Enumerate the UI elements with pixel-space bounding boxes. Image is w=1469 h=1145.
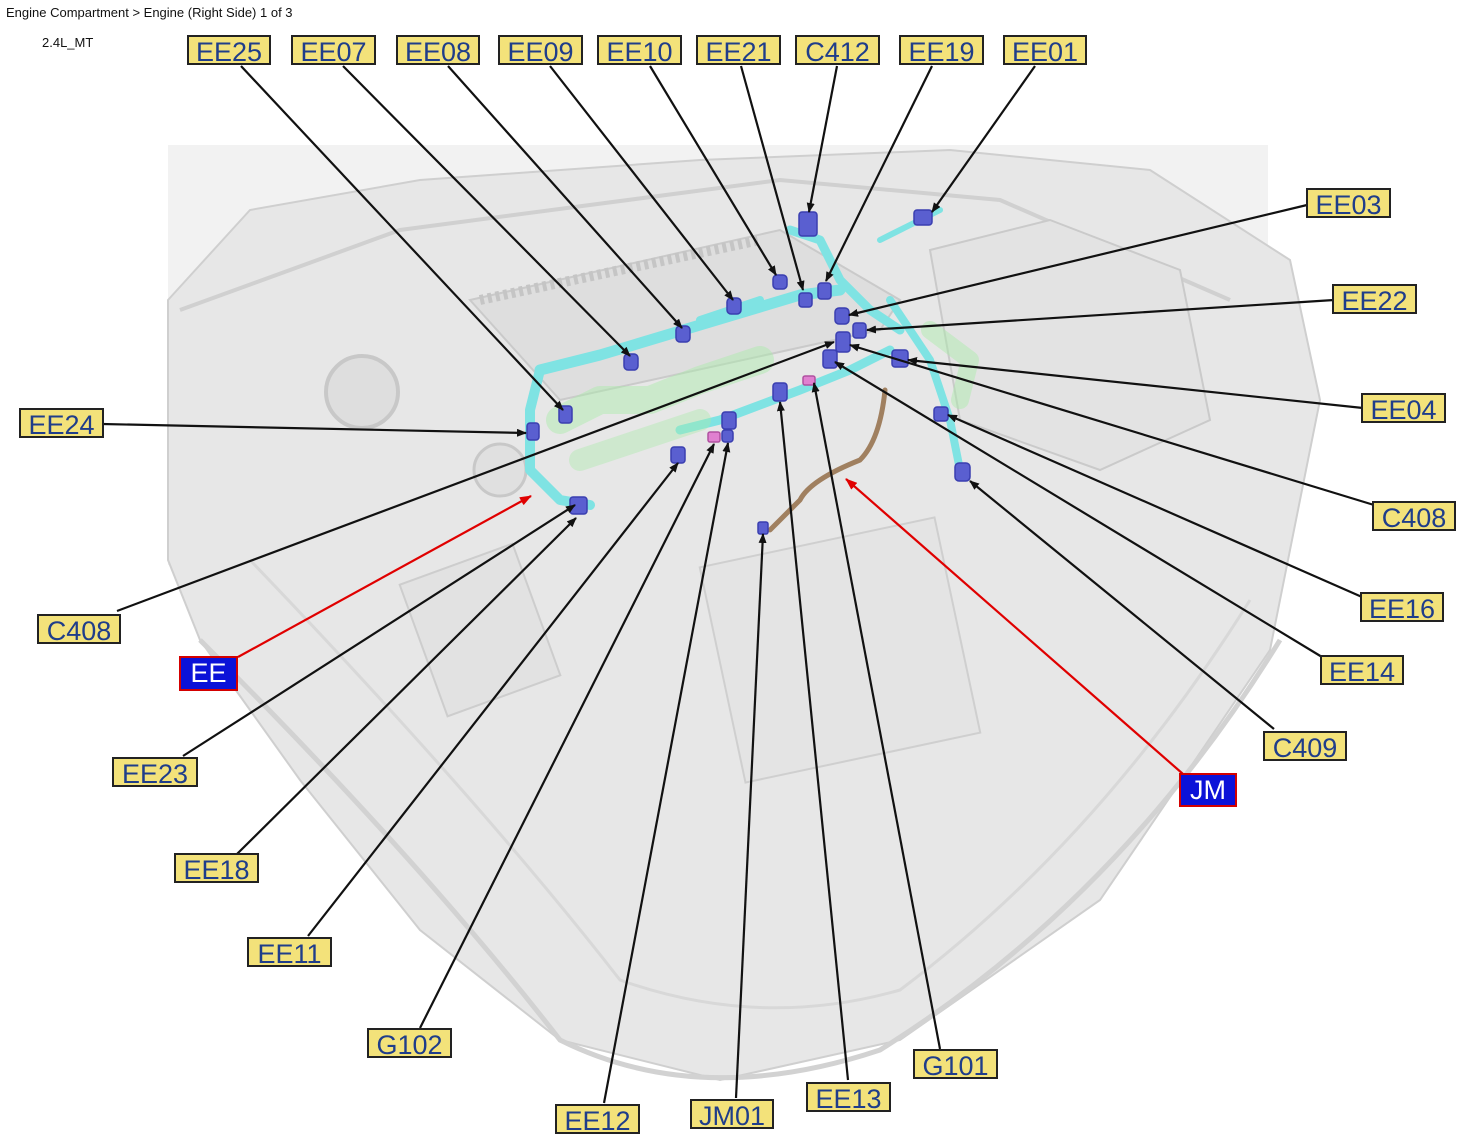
connector-EE18: [670, 446, 686, 464]
label-C408-left[interactable]: C408: [37, 614, 121, 646]
connector-EE13: [772, 382, 788, 402]
label-EE23[interactable]: EE23: [112, 757, 198, 789]
label-EE09[interactable]: EE09: [498, 35, 583, 67]
label-G101[interactable]: G101: [913, 1049, 998, 1081]
label-JM01[interactable]: JM01: [690, 1099, 774, 1131]
label-EE14[interactable]: EE14: [1320, 655, 1404, 687]
connector-EE16: [933, 406, 949, 422]
connector-EE21: [798, 292, 813, 308]
connector-G102: [707, 431, 721, 443]
label-C409[interactable]: C409: [1263, 731, 1347, 763]
label-EE07[interactable]: EE07: [291, 35, 376, 67]
label-EE08[interactable]: EE08: [396, 35, 480, 67]
label-EE24[interactable]: EE24: [19, 408, 104, 440]
label-EE21[interactable]: EE21: [696, 35, 781, 67]
connector-C408r: [835, 331, 851, 353]
connector-EE11: [721, 411, 737, 430]
navigation-leaders: [237, 478, 1184, 775]
label-EE01[interactable]: EE01: [1003, 35, 1087, 67]
connector-EE03: [834, 307, 850, 325]
connector-EE09: [726, 297, 742, 315]
label-EE03[interactable]: EE03: [1306, 188, 1391, 220]
leader-lines: [101, 65, 1375, 1104]
connector-C409: [954, 462, 971, 482]
label-EE04[interactable]: EE04: [1361, 393, 1446, 425]
connector-EE01: [913, 209, 933, 226]
label-EE13[interactable]: EE13: [806, 1082, 891, 1114]
connector-EE07: [623, 353, 639, 371]
connector-EE10: [772, 274, 788, 290]
label-EE18[interactable]: EE18: [174, 853, 259, 885]
connector-EE12: [721, 429, 734, 443]
connector-EE19: [817, 282, 832, 300]
label-EE16[interactable]: EE16: [1360, 592, 1444, 624]
label-C408-right[interactable]: C408: [1372, 501, 1456, 533]
nav-link-EE[interactable]: EE: [179, 656, 238, 691]
label-C412[interactable]: C412: [795, 35, 880, 67]
label-G102[interactable]: G102: [367, 1028, 452, 1060]
connector-EE08: [675, 325, 691, 343]
variant-label: 2.4L_MT: [42, 35, 94, 50]
label-EE22[interactable]: EE22: [1332, 284, 1417, 316]
label-EE25[interactable]: EE25: [187, 35, 271, 67]
label-EE11[interactable]: EE11: [247, 937, 332, 969]
connector-EE14: [822, 349, 838, 369]
label-EE10[interactable]: EE10: [597, 35, 682, 67]
label-EE19[interactable]: EE19: [899, 35, 984, 67]
connector-EE22: [852, 322, 867, 339]
label-EE12[interactable]: EE12: [555, 1104, 640, 1136]
connector-EE24: [526, 422, 540, 441]
nav-link-JM[interactable]: JM: [1179, 773, 1237, 807]
breadcrumb: Engine Compartment > Engine (Right Side)…: [6, 5, 293, 20]
connector-JM01: [757, 521, 769, 535]
connector-C412: [798, 211, 818, 237]
